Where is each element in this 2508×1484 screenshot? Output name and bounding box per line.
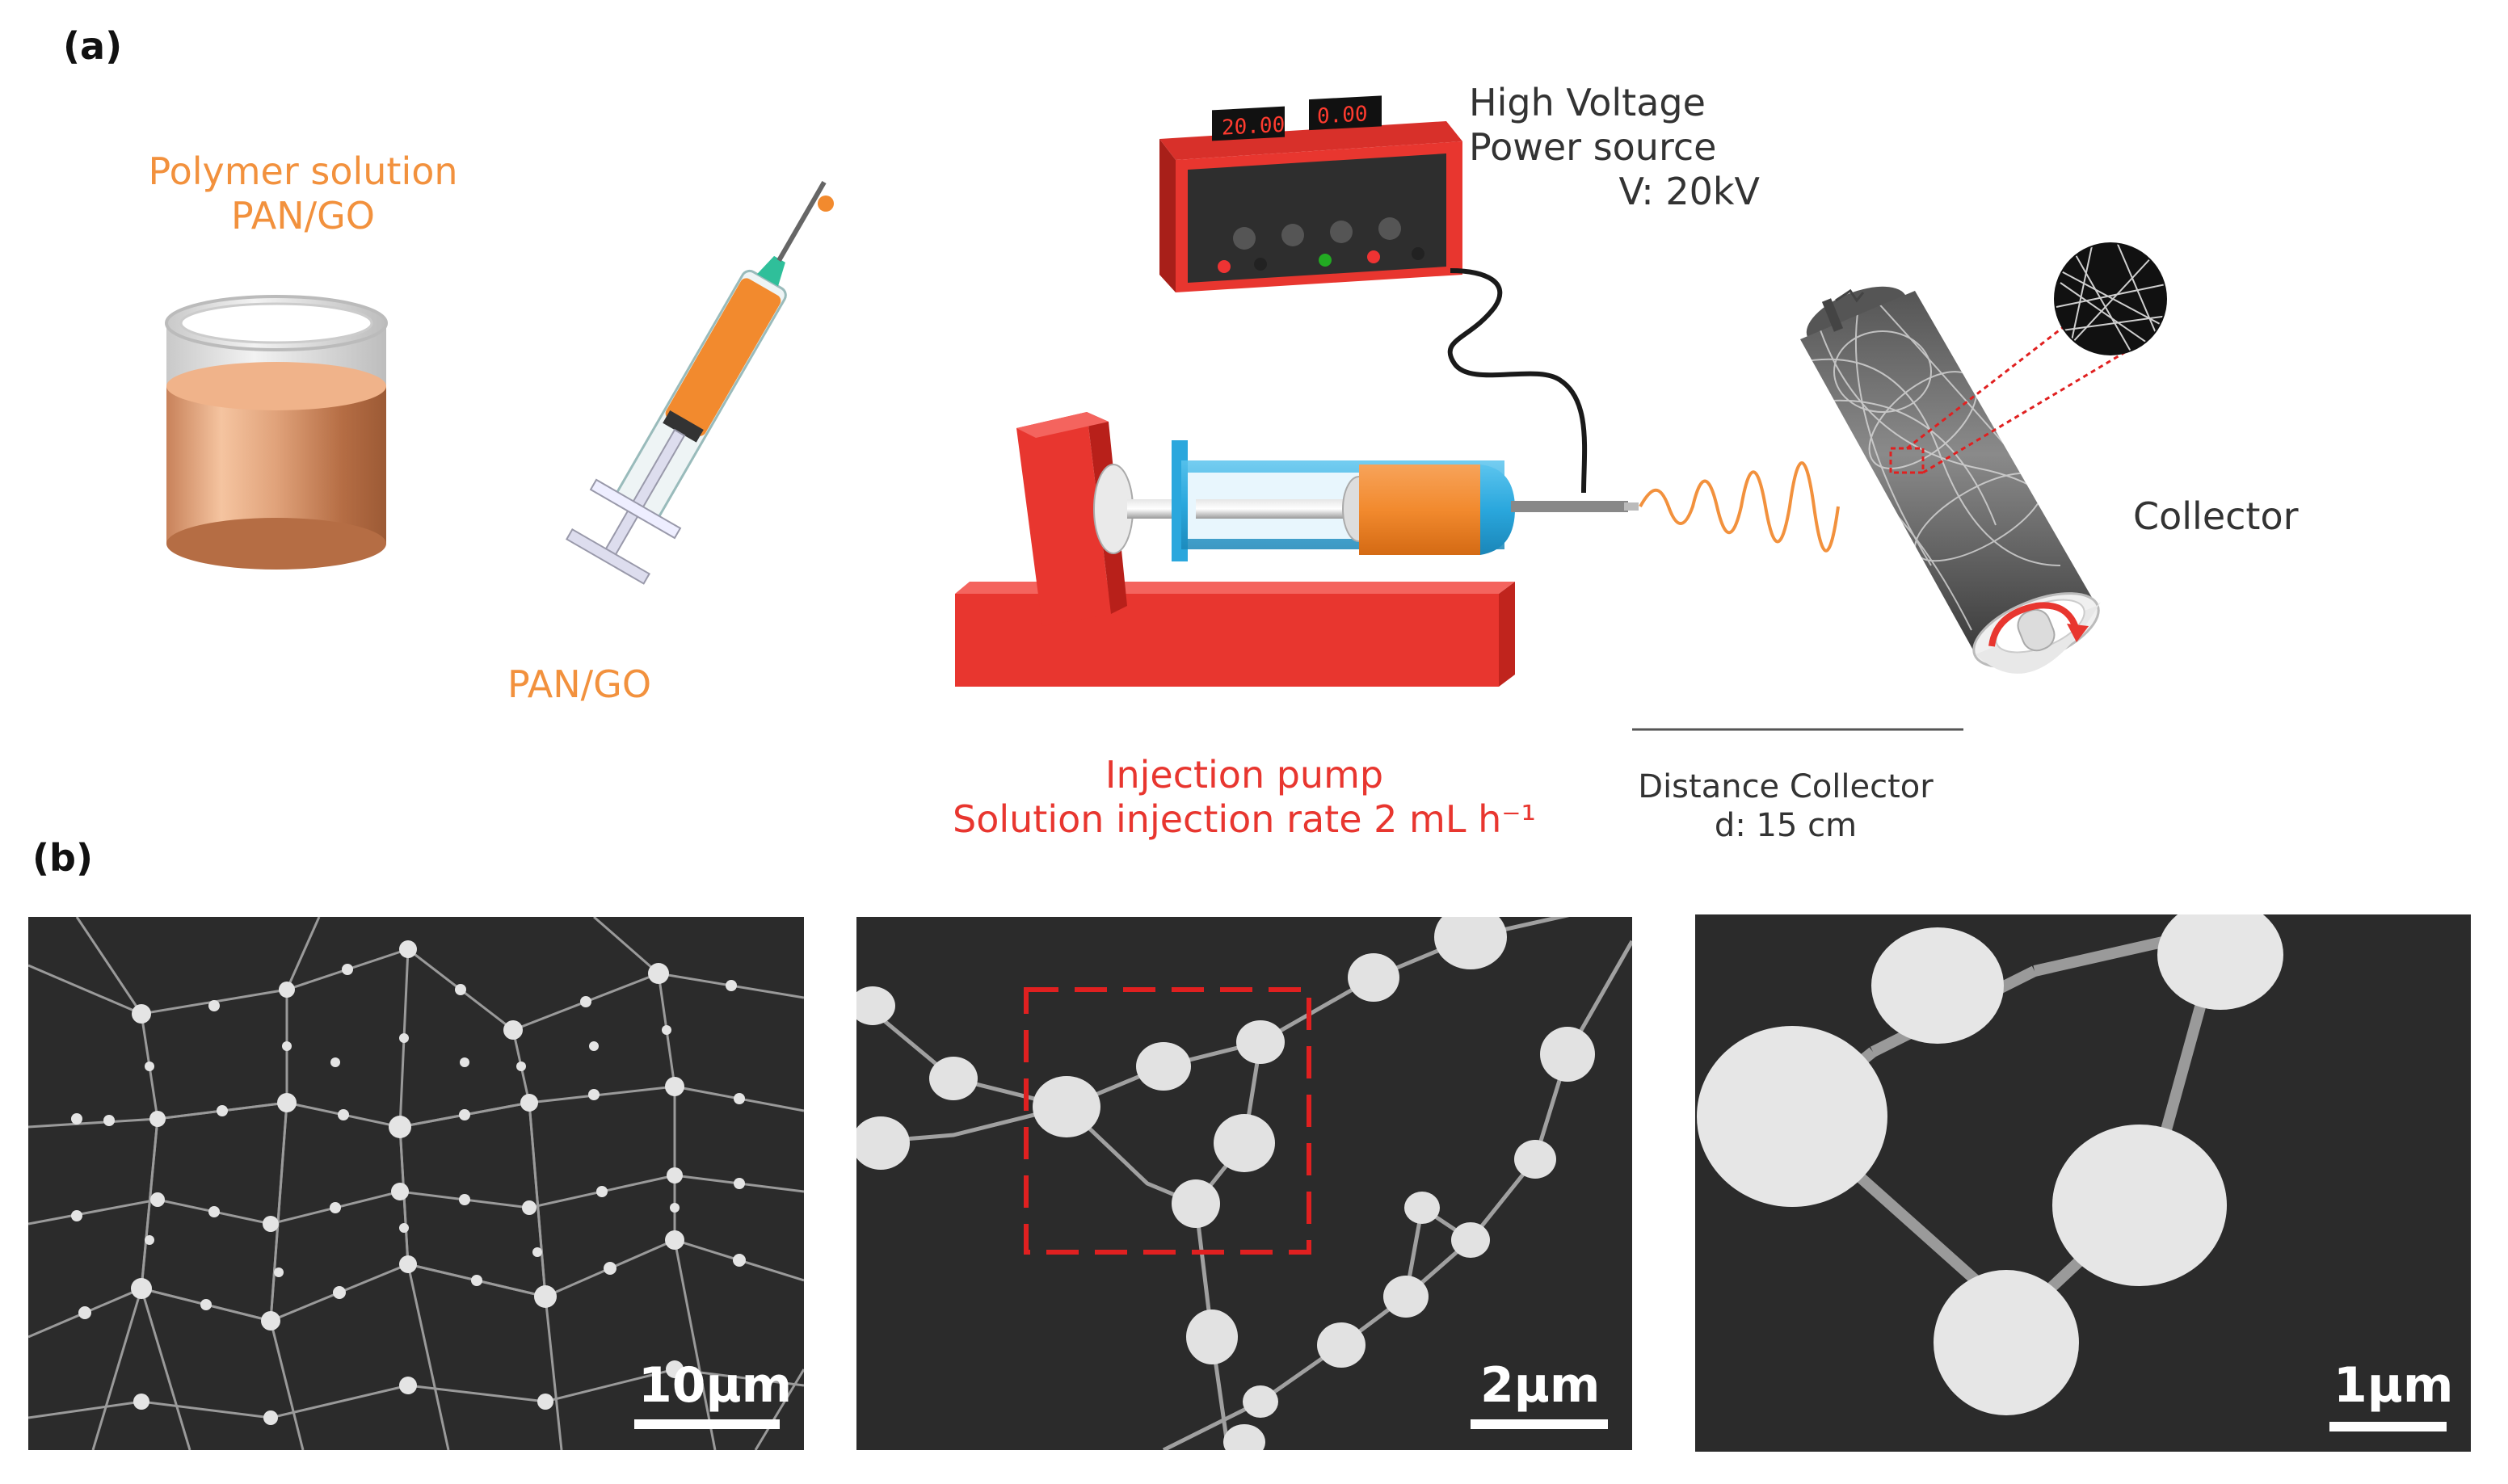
display-right: 0.00 — [1317, 102, 1368, 128]
syringe-label: PAN/GO — [507, 662, 652, 706]
zoom-inset-icon — [1889, 242, 2167, 474]
collector-drum-icon — [1800, 286, 2101, 674]
polymer-solution-line2: PAN/GO — [230, 194, 376, 238]
power-line2: Power source — [1469, 125, 1717, 170]
power-line1: High Voltage — [1469, 81, 1706, 124]
power-line3: V: 20kV — [1618, 170, 1760, 214]
droplet-icon — [818, 195, 834, 212]
zoom-region-box — [1024, 987, 1311, 1255]
display-left: 20.00 — [1222, 113, 1285, 141]
scale-bar-2 — [1471, 1419, 1608, 1429]
polymer-solution-label: Polymer solution PAN/GO — [81, 149, 525, 238]
sem-image-1: 10µm — [28, 917, 804, 1450]
power-cable — [1447, 268, 1588, 494]
pump-base-icon — [955, 412, 1515, 687]
pump-line1: Injection pump — [1105, 753, 1384, 797]
distance-line1: Distance Collector — [1638, 768, 1934, 805]
beaker-icon — [165, 295, 388, 570]
jet-wave — [1639, 461, 1840, 553]
panel-a-illustration: 20.00 0.00 — [165, 95, 2167, 731]
distance-line2: d: 15 cm — [1714, 807, 1858, 844]
scale-label-3: 1µm — [2333, 1357, 2454, 1414]
collector-label: Collector — [2133, 494, 2299, 538]
sem-image-2: 2µm — [856, 917, 1632, 1450]
scale-bar-1 — [634, 1419, 780, 1429]
distance-label: Distance Collector d: 15 cm — [1616, 767, 1955, 845]
pump-line2: Solution injection rate 2 mL h⁻¹ — [953, 797, 1536, 842]
panel-a-label: (a) — [63, 24, 123, 68]
power-source-label: High Voltage Power source V: 20kV — [1469, 81, 1760, 215]
panel-b-label: (b) — [32, 836, 93, 880]
scale-label-2: 2µm — [1480, 1357, 1601, 1414]
polymer-solution-line1: Polymer solution — [148, 149, 458, 193]
syringe-icon — [566, 181, 827, 585]
sem-image-3: 1µm — [1695, 914, 2471, 1452]
scale-bar-3 — [2329, 1422, 2447, 1431]
pump-syringe-icon — [1093, 440, 1639, 561]
scale-label-1: 10µm — [638, 1357, 793, 1414]
pump-label: Injection pump Solution injection rate 2… — [913, 753, 1576, 842]
power-supply-icon: 20.00 0.00 — [1159, 95, 1462, 292]
